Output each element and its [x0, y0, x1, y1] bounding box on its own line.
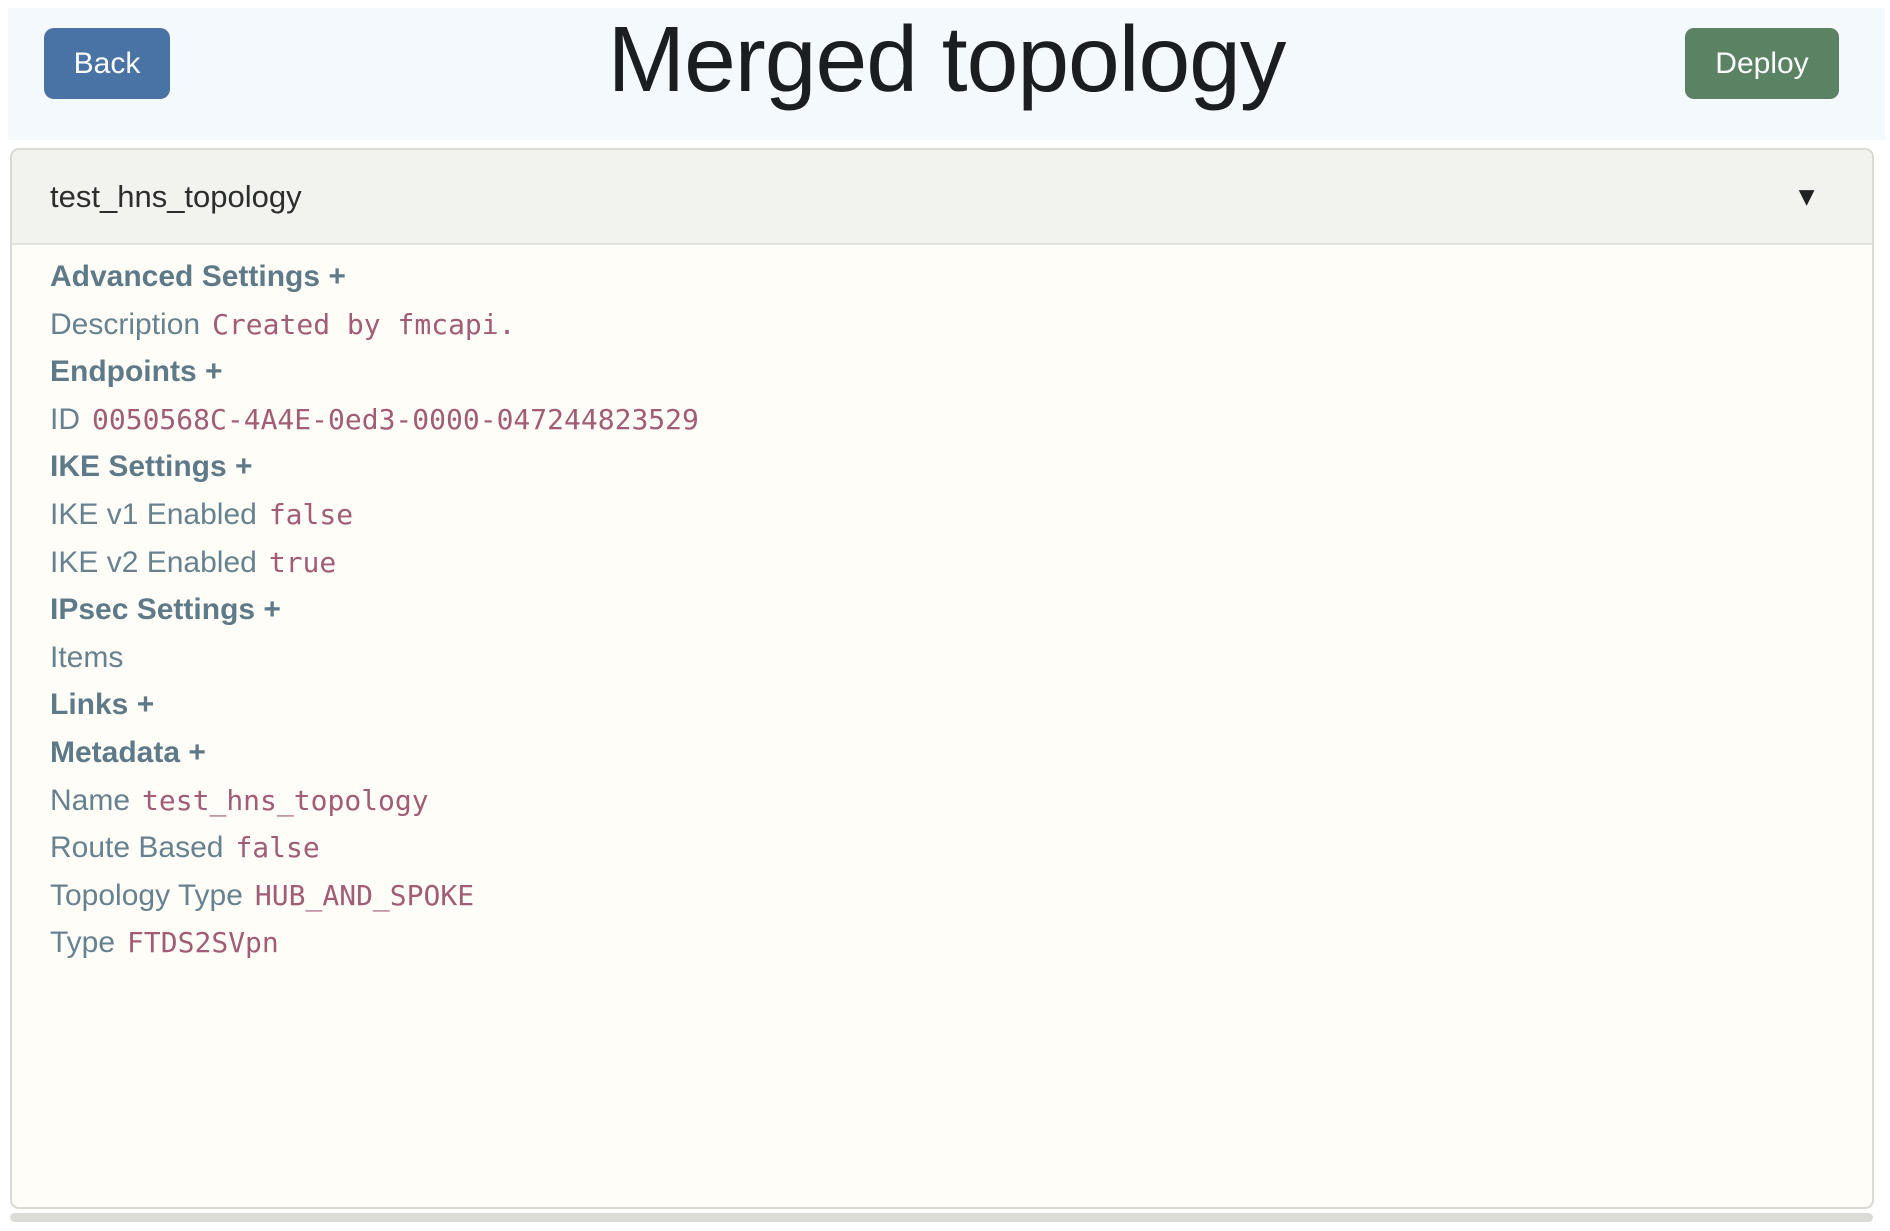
top-bar: Back Merged topology Deploy	[8, 8, 1885, 140]
field-row-ike-v1-enabled: IKE v1 Enabled false	[50, 491, 1834, 539]
field-label: Name	[50, 783, 131, 817]
field-row-description: Description Created by fmcapi.	[50, 301, 1834, 349]
field-value: false	[268, 497, 354, 531]
field-value: FTDS2SVpn	[127, 926, 279, 960]
field-value: true	[268, 545, 337, 579]
field-value: false	[235, 831, 320, 865]
field-label: ID	[50, 402, 80, 436]
chevron-down-icon[interactable]: ▼	[1793, 181, 1820, 211]
accordion-header[interactable]: test_hns_topology ▼	[12, 150, 1872, 245]
page-title: Merged topology	[607, 7, 1287, 111]
field-row-name: Name test_hns_topology	[50, 777, 1834, 825]
section-links[interactable]: Links +	[50, 688, 155, 722]
field-label: IKE v2 Enabled	[50, 545, 257, 579]
field-label: Items	[50, 640, 124, 674]
field-row-topology-type: Topology Type HUB_AND_SPOKE	[50, 872, 1834, 920]
section-endpoints[interactable]: Endpoints +	[50, 355, 223, 389]
field-value: test_hns_topology	[142, 783, 429, 817]
field-row-id: ID 0050568C-4A4E-0ed3-0000-047244823529	[50, 396, 1834, 444]
field-value: 0050568C-4A4E-0ed3-0000-047244823529	[92, 402, 699, 436]
section-advanced-settings[interactable]: Advanced Settings +	[50, 260, 346, 293]
field-row-items: Items	[50, 634, 1834, 682]
field-row-ike-v2-enabled: IKE v2 Enabled true	[50, 539, 1834, 587]
section-ipsec-settings[interactable]: IPsec Settings +	[50, 593, 281, 627]
section-metadata[interactable]: Metadata +	[50, 735, 206, 769]
field-value: HUB_AND_SPOKE	[254, 878, 475, 912]
field-label: Route Based	[50, 831, 224, 865]
horizontal-scrollbar[interactable]	[10, 1213, 1873, 1222]
accordion-content: Advanced Settings + Description Created b…	[12, 245, 1872, 967]
back-button[interactable]: Back	[44, 28, 170, 99]
field-label: Topology Type	[50, 878, 243, 912]
field-row-type: Type FTDS2SVpn	[50, 919, 1834, 967]
deploy-button[interactable]: Deploy	[1685, 28, 1839, 99]
section-ike-settings[interactable]: IKE Settings +	[50, 450, 253, 484]
field-value: Created by fmcapi.	[212, 307, 516, 341]
field-row-route-based: Route Based false	[50, 824, 1834, 872]
accordion-title: test_hns_topology	[50, 178, 302, 214]
field-label: IKE v1 Enabled	[50, 497, 257, 531]
topology-panel: test_hns_topology ▼ Advanced Settings + …	[10, 148, 1874, 1209]
field-label: Type	[50, 926, 116, 960]
field-label: Description	[50, 307, 201, 341]
